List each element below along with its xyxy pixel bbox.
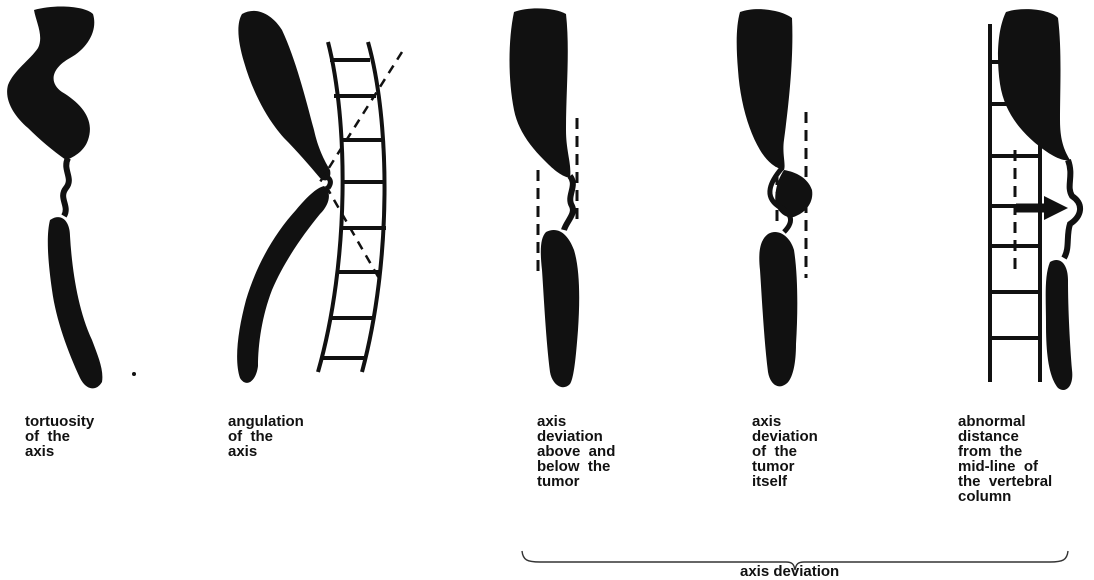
group-label-axis-deviation: axis deviation <box>740 563 839 580</box>
ureter-bulge-contour <box>1064 160 1080 258</box>
caption-deviation-above-below: axis deviation above and below the tumor <box>537 414 615 489</box>
ureter-lower-segment <box>759 232 797 386</box>
caption-angulation: angulation of the axis <box>228 414 304 459</box>
stray-dot <box>132 372 136 376</box>
caption-tortuosity: tortuosity of the axis <box>25 414 94 459</box>
panel-tortuosity-drawing <box>7 7 102 389</box>
ureter-upper-segment <box>510 8 571 178</box>
ureter-lower-segment <box>541 230 579 387</box>
ureter-lower-segment <box>48 217 103 388</box>
ureter-upper-segment <box>7 7 94 160</box>
vertebral-column-ladder <box>318 42 386 372</box>
caption-abnormal-distance: abnormal distance from the mid-line of t… <box>958 414 1052 504</box>
caption-deviation-tumor: axis deviation of the tumor itself <box>752 414 818 489</box>
ureter-kink <box>63 158 69 216</box>
ureter-upper-segment <box>998 9 1070 160</box>
panel-deviation-above-below-drawing <box>510 8 580 387</box>
ureter-lower-segment <box>1046 260 1073 390</box>
ureter-tumor-kink <box>564 176 573 230</box>
ureter-upper-segment <box>238 11 330 181</box>
ureter-lower-segment <box>237 186 329 383</box>
panel-angulation-drawing <box>237 11 402 383</box>
panel-abnormal-distance-drawing <box>990 9 1080 390</box>
angulation-axis-lines <box>320 52 402 280</box>
panel-deviation-tumor-drawing <box>737 9 813 386</box>
ureter-upper-segment <box>737 9 793 170</box>
